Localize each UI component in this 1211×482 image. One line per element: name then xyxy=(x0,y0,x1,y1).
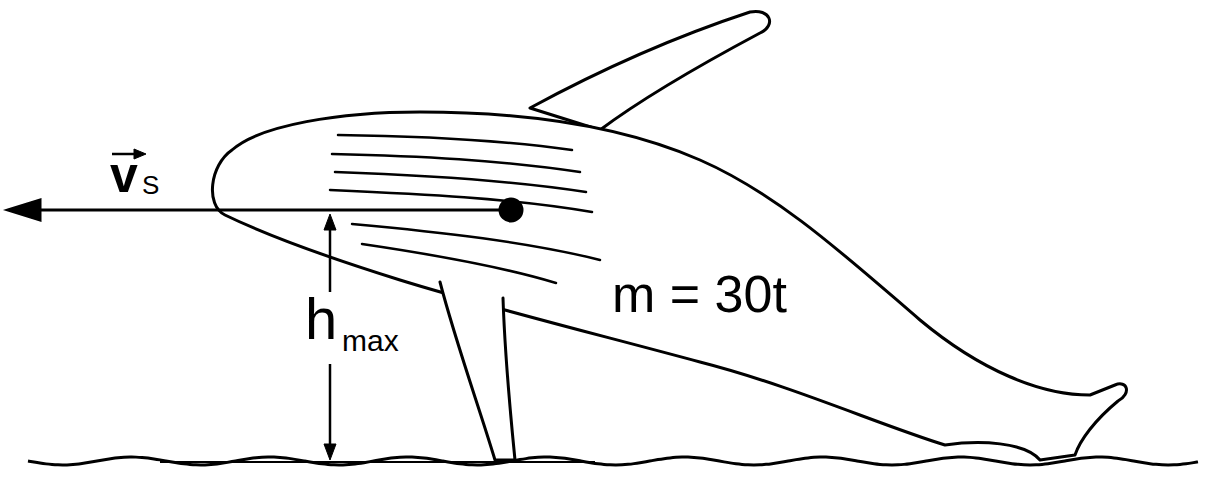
dorsal-fin xyxy=(530,11,770,130)
arrow-head xyxy=(8,200,40,220)
subscript: max xyxy=(342,326,399,356)
water-surface xyxy=(28,457,1198,465)
center-of-mass xyxy=(500,199,522,221)
height-arrow xyxy=(329,364,332,448)
subscript: S xyxy=(142,172,159,198)
pectoral-fin xyxy=(440,282,515,460)
whale-body xyxy=(212,112,1126,460)
arrow-head xyxy=(324,214,336,230)
throat-groove xyxy=(352,224,600,260)
throat-groove xyxy=(338,135,572,150)
arrow-head xyxy=(324,444,336,460)
velocity-arrow xyxy=(30,209,505,212)
throat-groove xyxy=(332,154,580,172)
throat-groove xyxy=(335,172,586,192)
mass-label: m = 30t xyxy=(612,268,787,320)
height-arrow xyxy=(329,226,332,292)
throat-groove xyxy=(362,244,556,283)
vector-symbol: v xyxy=(110,150,138,200)
height-symbol: h xyxy=(305,290,337,348)
